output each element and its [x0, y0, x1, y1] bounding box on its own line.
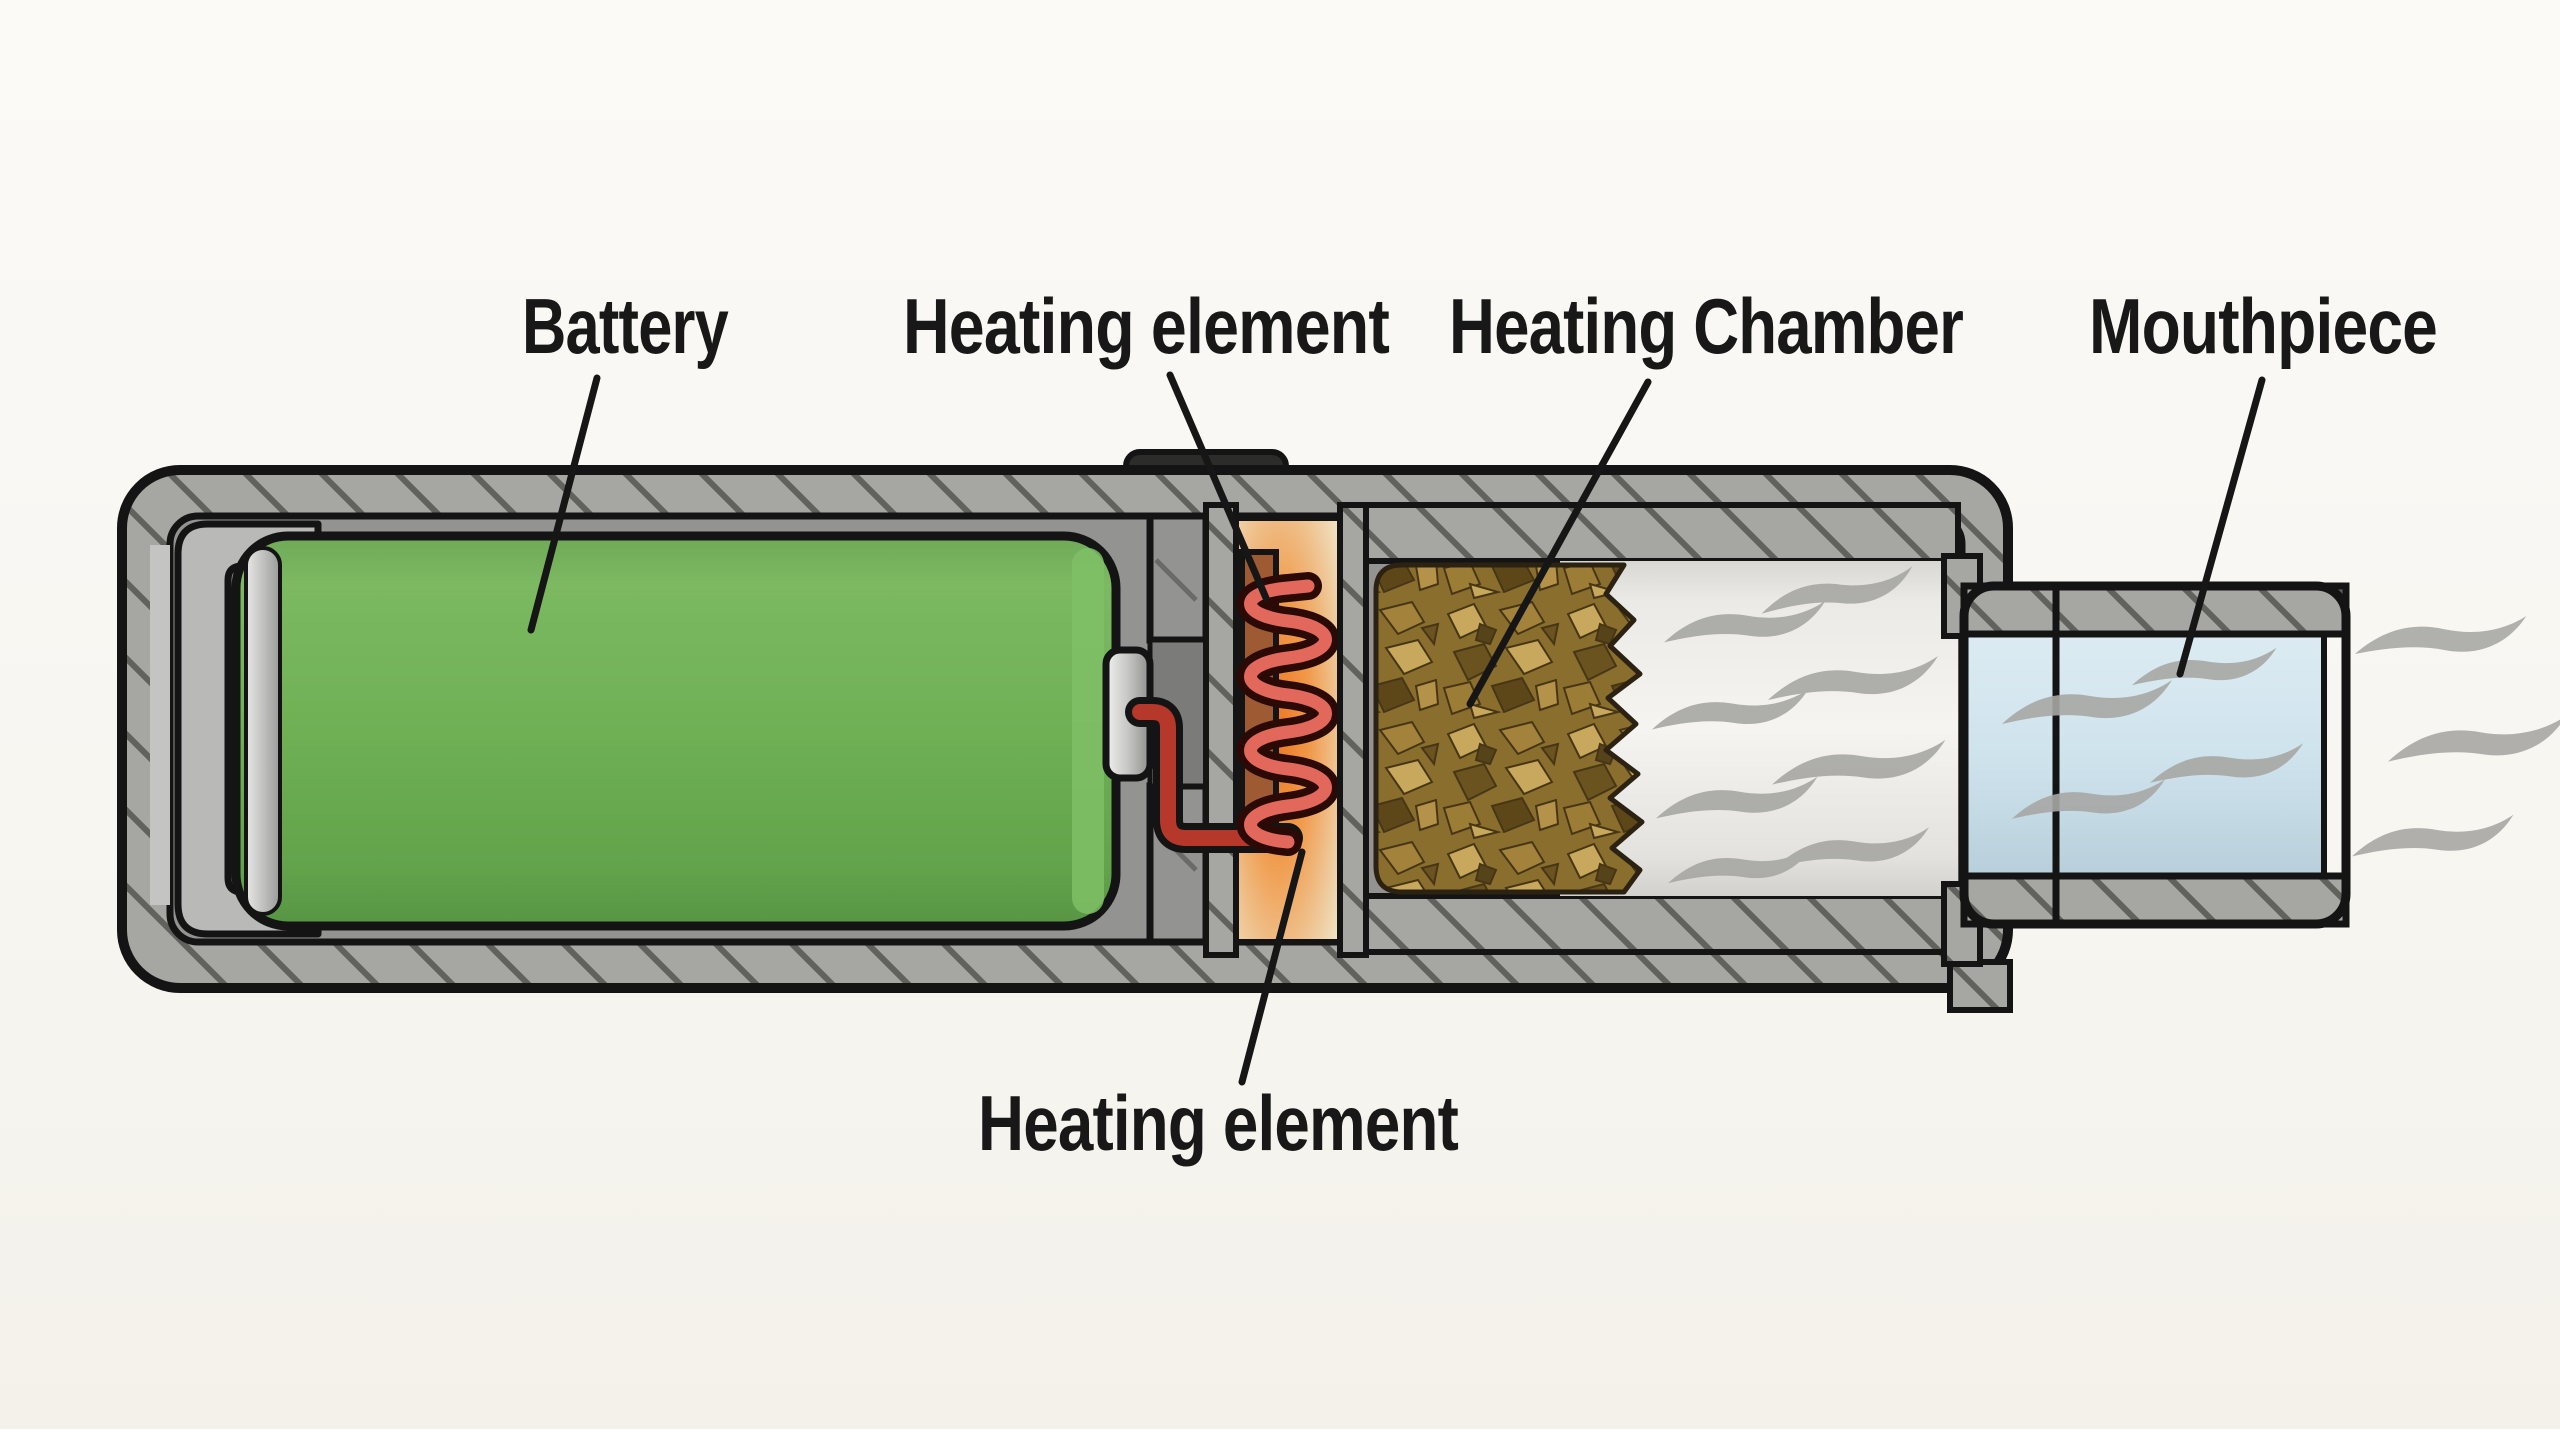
leader-heating-element-bottom: [1238, 848, 1306, 1086]
divider-b: [1337, 502, 1369, 958]
herb-chamber: [1373, 562, 1645, 895]
label-heating-element-top: Heating element: [903, 282, 1390, 370]
body-step-detail: [1947, 959, 2013, 1013]
battery-right-shade: [1072, 548, 1104, 914]
mouthpiece-outline: [1959, 581, 2351, 929]
battery: [231, 531, 1121, 931]
tube-band-bottom: [1363, 893, 1961, 955]
leader-lines: [527, 371, 2266, 1086]
tube-band-top: [1363, 502, 1961, 564]
leader-heating-element-top: [1166, 371, 1270, 602]
label-heating-element-bottom: Heating element: [978, 1079, 1459, 1167]
battery-body: [231, 531, 1121, 931]
mouthpiece-channel: [1961, 631, 2327, 881]
mouthpiece-rim-bottom: [1960, 872, 2350, 928]
divider-a: [1203, 502, 1239, 958]
label-battery: Battery: [522, 282, 728, 370]
leader-battery: [527, 374, 601, 634]
wire-core: [1132, 704, 1296, 846]
mouthpiece-rim-top: [1960, 582, 2350, 638]
leader-heating-chamber: [1466, 378, 1652, 708]
battery-left-cap: [244, 546, 282, 916]
vapor-wave: [2354, 610, 2527, 660]
wall-top: [1146, 512, 1210, 644]
power-wire: [1125, 697, 1303, 853]
label-mouthpiece: Mouthpiece: [2089, 282, 2437, 370]
coil-core: [1244, 579, 1332, 849]
label-heating-chamber: Heating Chamber: [1449, 282, 1964, 370]
mouthpiece: [1941, 553, 2351, 967]
left-gap: [150, 545, 170, 905]
vapor-wave: [2388, 715, 2560, 762]
vapor-wave: [2352, 814, 2514, 857]
leader-mouthpiece: [2176, 376, 2266, 678]
heating-coil: [1236, 572, 1340, 856]
